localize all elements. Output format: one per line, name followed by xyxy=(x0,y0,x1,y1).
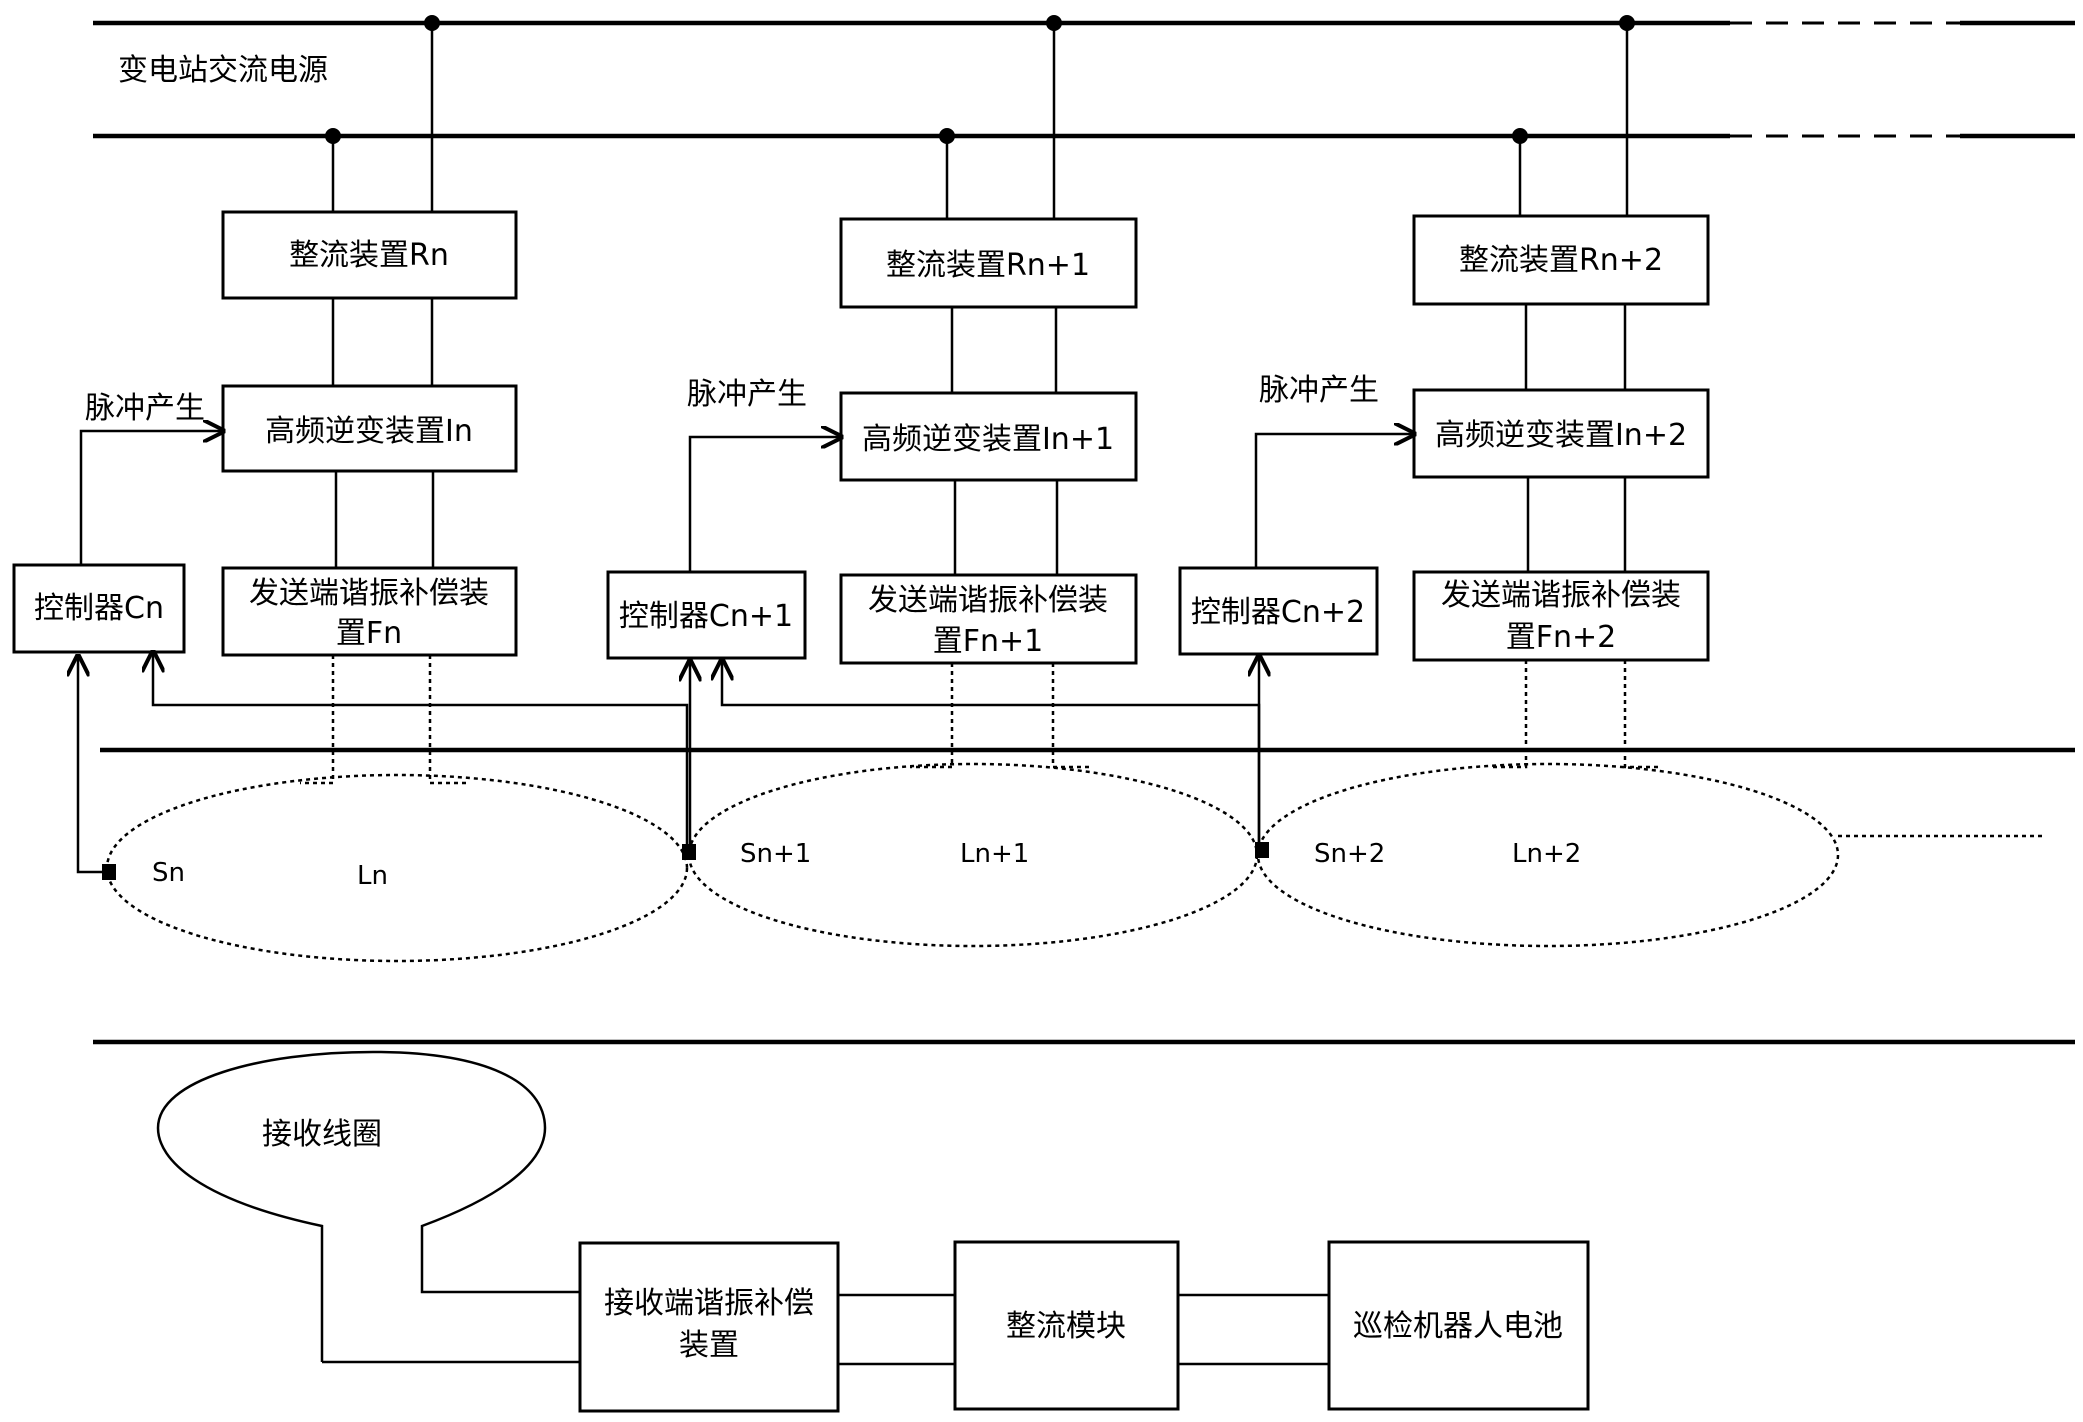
pulse-label: 脉冲产生 xyxy=(1259,373,1379,408)
pulse-label: 脉冲产生 xyxy=(687,377,807,412)
robot-battery-box xyxy=(1327,1240,1590,1411)
inverter-box xyxy=(839,391,1138,482)
controller-box xyxy=(606,570,807,660)
transmit-compensation-label-2: 置Fn xyxy=(336,616,402,651)
transmit-compensation-label-1: 发送端谐振补偿装 xyxy=(1441,578,1681,613)
bus-label: 变电站交流电源 xyxy=(118,53,328,88)
sensor-marker xyxy=(1255,842,1269,858)
receive-compensation-label-1: 接收端谐振补偿 xyxy=(604,1286,814,1321)
controller-box xyxy=(12,563,186,654)
transmit-compensation-label-2: 置Fn+1 xyxy=(933,624,1044,659)
receive-compensation-label-2: 装置 xyxy=(679,1328,739,1363)
rectifier-label: 整流装置Rn+2 xyxy=(1459,243,1663,278)
controller-label: 控制器Cn+2 xyxy=(1191,595,1365,630)
receive-compensation-box xyxy=(578,1241,840,1413)
inverter-label: 高频逆变装置In+1 xyxy=(862,422,1114,457)
inverter-box xyxy=(1412,388,1710,479)
sensor-marker xyxy=(102,864,116,880)
receive-coil-label: 接收线圈 xyxy=(262,1117,382,1152)
unit-n-plus-2: 整流装置Rn+2 高频逆变装置In+2 发送端谐振补偿装 置Fn+2 控制器Cn… xyxy=(1178,23,2045,948)
unit-n: 整流装置Rn 高频逆变装置In 发送端谐振补偿装 置Fn 控制器Cn 脉冲产生 … xyxy=(12,23,689,963)
sensor-label: Sn xyxy=(152,858,185,888)
rectifier-box xyxy=(221,210,518,300)
rectifier-label: 整流装置Rn xyxy=(289,238,449,273)
rectifier-module-label: 整流模块 xyxy=(1006,1309,1126,1344)
transmit-compensation-label-1: 发送端谐振补偿装 xyxy=(249,576,489,611)
transmit-compensation-label-2: 置Fn+2 xyxy=(1506,620,1617,655)
pulse-label: 脉冲产生 xyxy=(85,391,205,426)
coil-label: Ln+1 xyxy=(960,839,1029,869)
unit-n-plus-1: 整流装置Rn+1 高频逆变装置In+1 发送端谐振补偿装 置Fn+1 控制器Cn… xyxy=(606,23,1261,948)
controller-box xyxy=(1178,566,1379,656)
rectifier-module-box xyxy=(953,1240,1180,1411)
sensor-label: Sn+2 xyxy=(1314,839,1385,869)
coil-label: Ln xyxy=(357,861,388,891)
transmit-compensation-box xyxy=(839,573,1138,665)
transmit-compensation-box xyxy=(1412,570,1710,662)
sensor-label: Sn+1 xyxy=(740,839,811,869)
sensor-marker xyxy=(682,844,696,860)
rectifier-box xyxy=(839,217,1138,309)
controller-label: 控制器Cn xyxy=(34,591,164,626)
controller-label: 控制器Cn+1 xyxy=(619,599,793,634)
transmit-compensation-label-1: 发送端谐振补偿装 xyxy=(868,583,1108,618)
receive-coil xyxy=(156,1050,580,1362)
transmit-coil xyxy=(105,773,689,963)
transmit-coil xyxy=(1256,762,1840,948)
transmit-compensation-box xyxy=(221,566,518,657)
ac-power-bus xyxy=(93,20,2075,139)
coil-label: Ln+2 xyxy=(1512,839,1581,869)
rectifier-box xyxy=(1412,214,1710,306)
inverter-label: 高频逆变装置In+2 xyxy=(1435,418,1687,453)
inverter-box xyxy=(221,384,518,473)
receiver-side: 接收线圈 接收端谐振补偿 装置 整流模块 巡检机器人电池 xyxy=(156,1050,1590,1413)
inverter-label: 高频逆变装置In xyxy=(265,414,473,449)
robot-battery-label: 巡检机器人电池 xyxy=(1353,1309,1563,1344)
bus-junctions xyxy=(325,15,1635,144)
rectifier-label: 整流装置Rn+1 xyxy=(886,248,1090,283)
